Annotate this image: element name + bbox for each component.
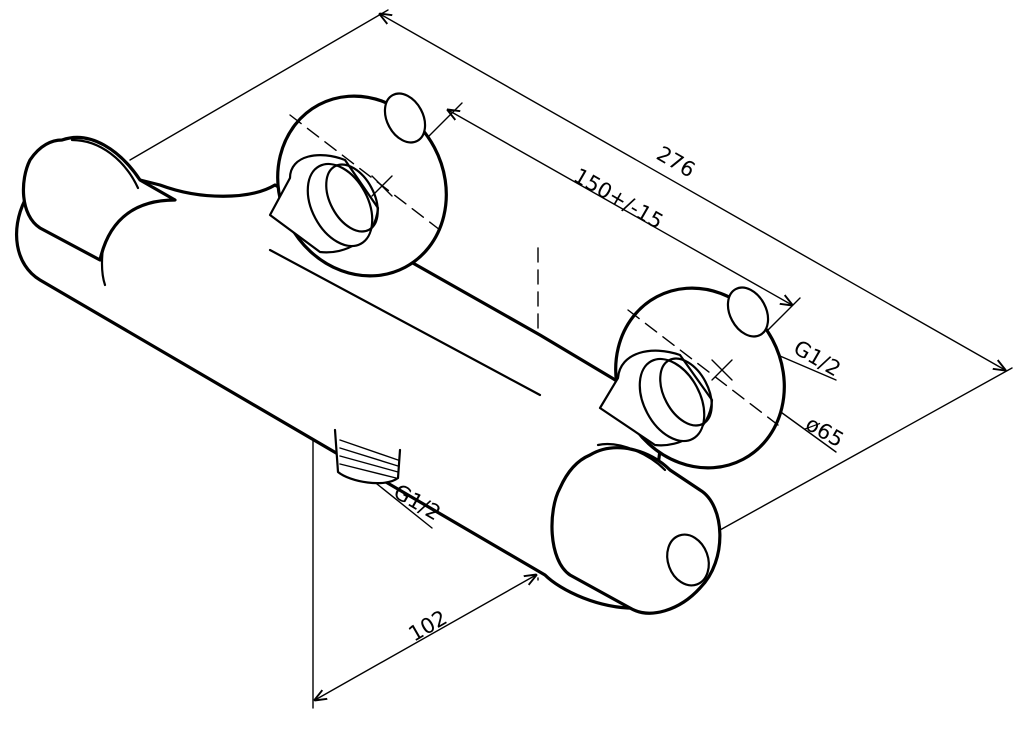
outlet-thread: [333, 428, 402, 485]
flange-diameter-label: ø65: [802, 412, 848, 453]
overall-length-label: 276: [653, 142, 700, 183]
left-connector: [268, 92, 448, 278]
right-handle: [550, 442, 722, 615]
left-handle: [21, 135, 177, 262]
right-connector: [598, 286, 786, 470]
centre-distance-label: 150+/-15: [570, 164, 668, 234]
inlet-thread-label: G1/2: [790, 336, 845, 382]
projection-label: 102: [405, 605, 452, 646]
